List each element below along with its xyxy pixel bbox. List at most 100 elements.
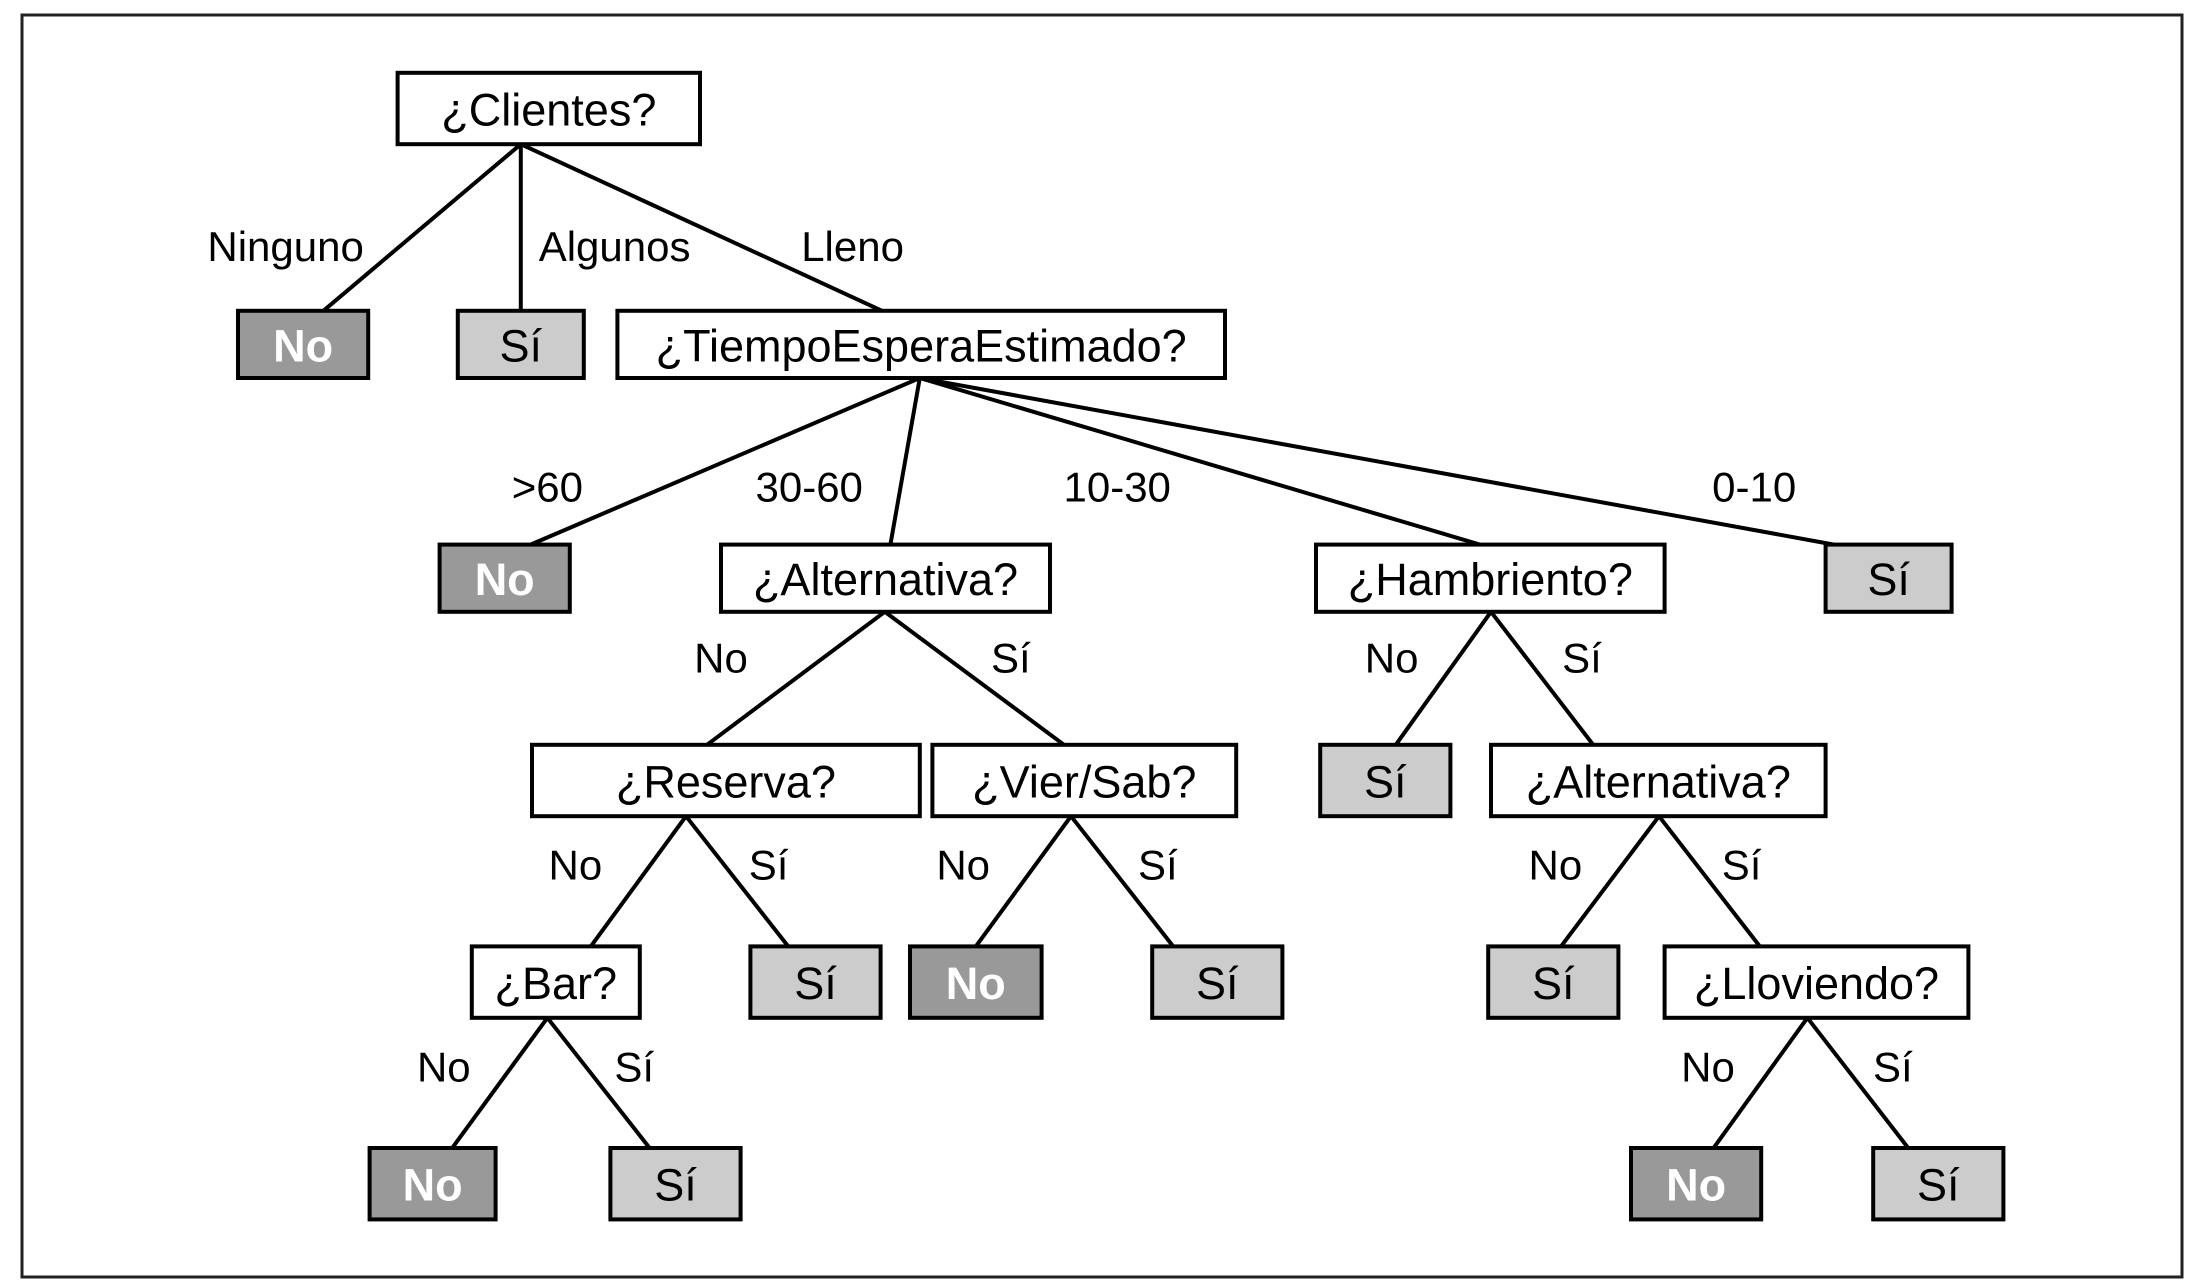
edge-label: Sí (1722, 842, 1762, 889)
node-label: ¿Bar? (495, 958, 618, 1009)
node-box (1318, 742, 1453, 819)
node-box (395, 70, 702, 147)
node-box (748, 944, 883, 1020)
decision-node-alt1: ¿Alternativa? (719, 542, 1052, 614)
node-box (719, 542, 1052, 614)
node-label: ¿Lloviendo? (1694, 958, 1939, 1009)
edge-label: >60 (512, 464, 583, 511)
edge-label: Sí (1562, 635, 1602, 682)
leaf-node-si: Sí (1318, 742, 1453, 819)
node-box (469, 944, 642, 1020)
node-box (930, 742, 1239, 819)
edge-label: Sí (614, 1043, 654, 1090)
edge-llueve-n5 (1711, 1016, 1810, 1150)
node-box (1489, 742, 1828, 819)
leaf-node-si: Sí (608, 1146, 743, 1222)
leaf-node-si: Sí (748, 944, 883, 1020)
decision-node-viersab: ¿Vier/Sab? (930, 742, 1239, 819)
node-box (1823, 542, 1954, 614)
node-box (530, 742, 922, 819)
node-label: ¿Vier/Sab? (972, 756, 1196, 807)
node-label: No (475, 554, 535, 605)
leaf-node-si: Sí (455, 308, 586, 380)
edge-label: No (694, 635, 748, 682)
node-label: Sí (1917, 1160, 1960, 1211)
leaf-node-si: Sí (1871, 1146, 2006, 1222)
edge-tiempo-s2 (919, 376, 1835, 547)
decision-node-clientes: ¿Clientes? (395, 70, 702, 147)
leaf-node-no: No (908, 944, 1044, 1020)
edge-label: Algunos (539, 223, 691, 270)
decision-node-reserva: ¿Reserva? (530, 742, 922, 819)
edge-bar-s7 (545, 1016, 652, 1150)
node-label: Sí (1364, 756, 1407, 807)
edge-label: No (1681, 1043, 1735, 1090)
node-box (1486, 944, 1621, 1020)
leaf-node-no: No (437, 542, 572, 614)
edge-reserva-bar (589, 815, 688, 948)
edge-label: Sí (1873, 1043, 1913, 1090)
edge-label: No (936, 842, 990, 889)
node-box (1662, 944, 1971, 1020)
node-label: Sí (794, 958, 837, 1009)
node-label: No (403, 1160, 463, 1211)
edge-llueve-s8 (1805, 1016, 1910, 1150)
node-label: ¿Alternativa? (1526, 756, 1791, 807)
node-label: ¿Alternativa? (753, 554, 1018, 605)
node-box (1314, 542, 1667, 614)
node-box (1629, 1146, 1764, 1222)
node-label: No (1666, 1160, 1726, 1211)
edge-label: 10-30 (1063, 464, 1170, 511)
node-box (1871, 1146, 2006, 1222)
node-label: Sí (500, 320, 543, 371)
edge-reserva-s4 (684, 814, 790, 948)
node-label: Sí (1867, 554, 1910, 605)
edge-label: Ninguno (207, 223, 363, 270)
edge-label: No (1529, 842, 1583, 889)
leaf-node-si: Sí (1486, 944, 1621, 1020)
node-label: ¿TiempoEsperaEstimado? (656, 320, 1187, 371)
node-label: Sí (1196, 958, 1239, 1009)
node-label: No (273, 320, 333, 371)
edge-tiempo-hambre (919, 376, 1481, 547)
edge-label: Lleno (801, 223, 904, 270)
edge-label: Sí (1138, 842, 1178, 889)
edge-label: Sí (749, 842, 789, 889)
edge-tiempo-alt1 (888, 377, 922, 545)
edge-alt2-llueve (1657, 814, 1762, 948)
node-box (236, 308, 371, 380)
edge-viersab-n3 (974, 815, 1073, 948)
node-label: Sí (1532, 958, 1575, 1009)
node-box (608, 1146, 743, 1222)
edge-alt2-s6 (1559, 814, 1661, 948)
decision-node-bar: ¿Bar? (469, 944, 642, 1020)
edge-label: Sí (991, 635, 1031, 682)
leaf-node-no: No (1629, 1146, 1764, 1222)
edge-alt1-reserva (705, 610, 886, 747)
edge-hambre-s3 (1394, 610, 1493, 746)
node-label: ¿Clientes? (441, 84, 656, 135)
node-label: Sí (654, 1160, 697, 1211)
diagram-frame (20, 13, 2184, 1279)
edge-viersab-s5 (1069, 814, 1175, 948)
decision-node-alt2: ¿Alternativa? (1489, 742, 1828, 819)
edge-alt1-viersab (883, 610, 1066, 747)
node-label: ¿Hambriento? (1348, 554, 1633, 605)
node-label: ¿Reserva? (616, 756, 836, 807)
leaf-node-si: Sí (1823, 542, 1954, 614)
leaf-node-si: Sí (1150, 944, 1285, 1020)
edge-label: No (417, 1043, 471, 1090)
edge-clientes-n1 (322, 142, 523, 313)
node-box (367, 1146, 498, 1222)
node-box (1150, 944, 1285, 1020)
node-label: No (946, 958, 1006, 1009)
edge-bar-n4 (450, 1016, 550, 1150)
edge-label: No (1365, 635, 1419, 682)
edge-label: 30-60 (755, 464, 862, 511)
leaf-node-no: No (367, 1146, 498, 1222)
node-box (437, 542, 572, 614)
node-box (615, 308, 1227, 380)
node-box (908, 944, 1044, 1020)
edge-tiempo-n2 (529, 376, 921, 547)
edge-label: 0-10 (1712, 464, 1796, 511)
